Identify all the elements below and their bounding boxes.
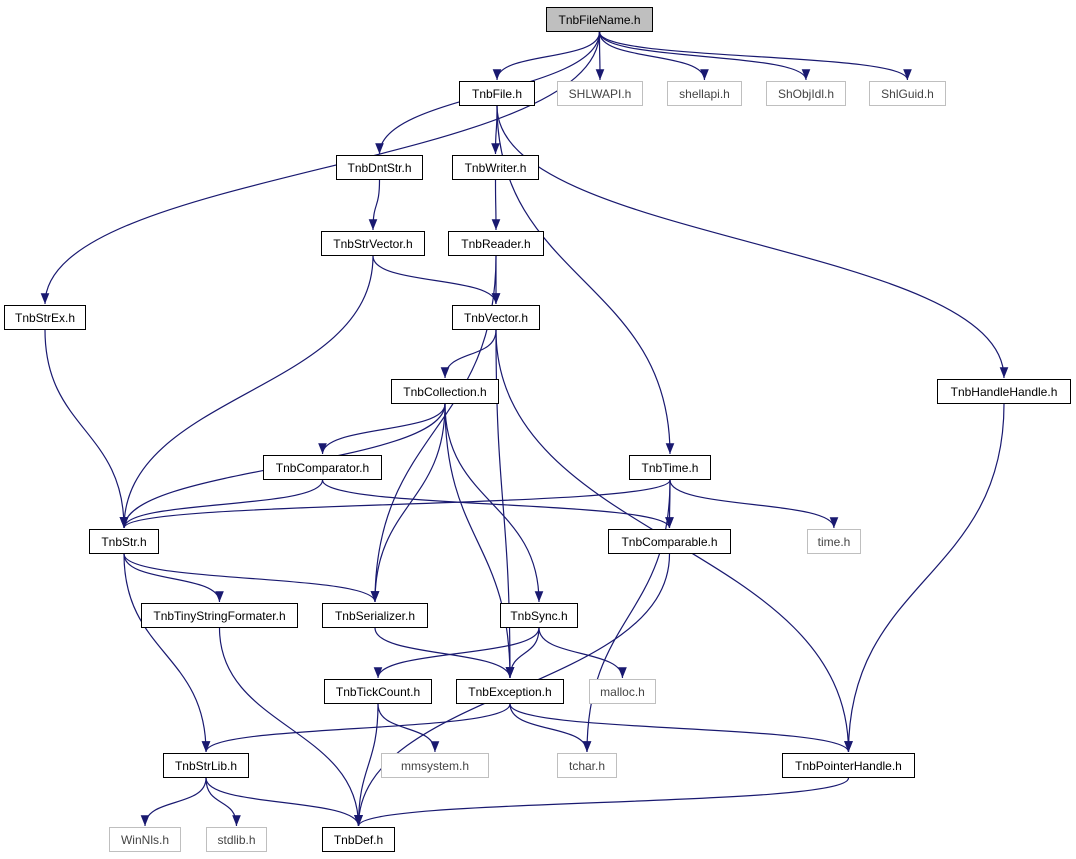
node-tnbstrlib[interactable]: TnbStrLib.h bbox=[163, 753, 249, 778]
edge-tnbstrvector-to-tnbstr bbox=[119, 255, 374, 529]
node-tnbsync[interactable]: TnbSync.h bbox=[500, 603, 578, 628]
node-tnbcollection[interactable]: TnbCollection.h bbox=[391, 379, 499, 404]
edge-tnbvector-to-tnbcollection bbox=[440, 329, 497, 379]
edge-tnbstr-to-tnbstrlib bbox=[123, 553, 211, 753]
node-tnbfile[interactable]: TnbFile.h bbox=[459, 81, 535, 106]
node-shlwapi: SHLWAPI.h bbox=[557, 81, 643, 106]
edge-tnbtickcount-to-mmsystem bbox=[377, 703, 440, 753]
node-shobjidl: ShObjIdl.h bbox=[766, 81, 846, 106]
edge-tnbstrvector-to-tnbvector bbox=[372, 255, 501, 305]
node-tnbfilename[interactable]: TnbFileName.h bbox=[546, 7, 653, 32]
node-winnls: WinNls.h bbox=[109, 827, 181, 852]
edge-tnbtinystringformater-to-tnbdef bbox=[218, 627, 363, 827]
edge-tnbexception-to-tnbstrlib bbox=[201, 703, 511, 753]
node-shlguid: ShlGuid.h bbox=[869, 81, 946, 106]
node-tnbstr[interactable]: TnbStr.h bbox=[89, 529, 159, 554]
edge-tnbstrlib-to-winnls bbox=[140, 777, 207, 827]
edge-tnbcollection-to-tnbexception bbox=[444, 403, 515, 679]
node-tnbtinystringformater[interactable]: TnbTinyStringFormater.h bbox=[141, 603, 298, 628]
node-tnbtime[interactable]: TnbTime.h bbox=[629, 455, 711, 480]
node-mmsystem: mmsystem.h bbox=[381, 753, 489, 778]
edge-tnbtickcount-to-tnbdef bbox=[354, 703, 379, 827]
edge-tnbcollection-to-tnbsync bbox=[444, 403, 544, 603]
node-tchar: tchar.h bbox=[557, 753, 617, 778]
edge-tnbserializer-to-tnbexception bbox=[374, 627, 515, 679]
edge-tnbfilename-to-shellapi bbox=[598, 31, 709, 81]
edge-tnbsync-to-malloc bbox=[538, 627, 627, 679]
node-tnbcomparable[interactable]: TnbComparable.h bbox=[608, 529, 731, 554]
edge-tnbtime-to-tnbstr bbox=[119, 479, 671, 529]
edge-tnbfilename-to-shobjidl bbox=[598, 31, 811, 81]
node-tnbserializer[interactable]: TnbSerializer.h bbox=[322, 603, 428, 628]
node-tnbpointerhandle[interactable]: TnbPointerHandle.h bbox=[782, 753, 915, 778]
edge-tnbtime-to-time bbox=[669, 479, 839, 529]
node-tnbexception[interactable]: TnbException.h bbox=[456, 679, 564, 704]
node-tnbcomparator[interactable]: TnbComparator.h bbox=[263, 455, 382, 480]
edge-tnbstrex-to-tnbstr bbox=[44, 329, 129, 529]
node-stdlib: stdlib.h bbox=[206, 827, 267, 852]
edge-tnbfilename-to-tnbfile bbox=[492, 31, 601, 81]
node-malloc: malloc.h bbox=[589, 679, 656, 704]
node-tnbstrex[interactable]: TnbStrEx.h bbox=[4, 305, 86, 330]
node-tnbwriter[interactable]: TnbWriter.h bbox=[452, 155, 539, 180]
edge-tnbfilename-to-shlguid bbox=[598, 31, 912, 81]
node-tnbreader[interactable]: TnbReader.h bbox=[448, 231, 544, 256]
node-tnbdef[interactable]: TnbDef.h bbox=[322, 827, 395, 852]
edge-tnbcomparator-to-tnbcomparable bbox=[321, 479, 674, 529]
edge-tnbexception-to-tchar bbox=[509, 703, 592, 753]
edge-tnbtime-to-tchar bbox=[582, 479, 671, 753]
edge-tnbhandlehandle-to-tnbpointerhandle bbox=[844, 403, 1005, 753]
edge-tnbcollection-to-tnbcomparator bbox=[318, 403, 446, 455]
edge-tnbwriter-to-tnbreader bbox=[491, 179, 501, 231]
edge-tnbcomparator-to-tnbstr bbox=[119, 479, 324, 529]
edge-tnbdntstr-to-tnbstrvector bbox=[368, 179, 381, 231]
edge-tnbstrlib-to-tnbdef bbox=[205, 777, 363, 827]
node-tnbhandlehandle[interactable]: TnbHandleHandle.h bbox=[937, 379, 1071, 404]
edge-tnbfile-to-tnbhandlehandle bbox=[496, 105, 1009, 379]
edge-tnbsync-to-tnbexception bbox=[505, 627, 540, 679]
edge-tnbexception-to-tnbpointerhandle bbox=[509, 703, 853, 753]
edge-tnbstr-to-tnbtinystringformater bbox=[123, 553, 224, 603]
node-tnbstrvector[interactable]: TnbStrVector.h bbox=[321, 231, 425, 256]
edge-tnbstr-to-tnbserializer bbox=[123, 553, 380, 603]
edge-tnbstrlib-to-stdlib bbox=[205, 777, 241, 827]
node-tnbtickcount[interactable]: TnbTickCount.h bbox=[324, 679, 432, 704]
edge-tnbsync-to-tnbtickcount bbox=[373, 627, 540, 679]
node-tnbdntstr[interactable]: TnbDntStr.h bbox=[336, 155, 423, 180]
node-time: time.h bbox=[807, 529, 861, 554]
node-shellapi: shellapi.h bbox=[667, 81, 742, 106]
edge-tnbpointerhandle-to-tnbdef bbox=[354, 777, 850, 827]
node-tnbvector[interactable]: TnbVector.h bbox=[452, 305, 540, 330]
